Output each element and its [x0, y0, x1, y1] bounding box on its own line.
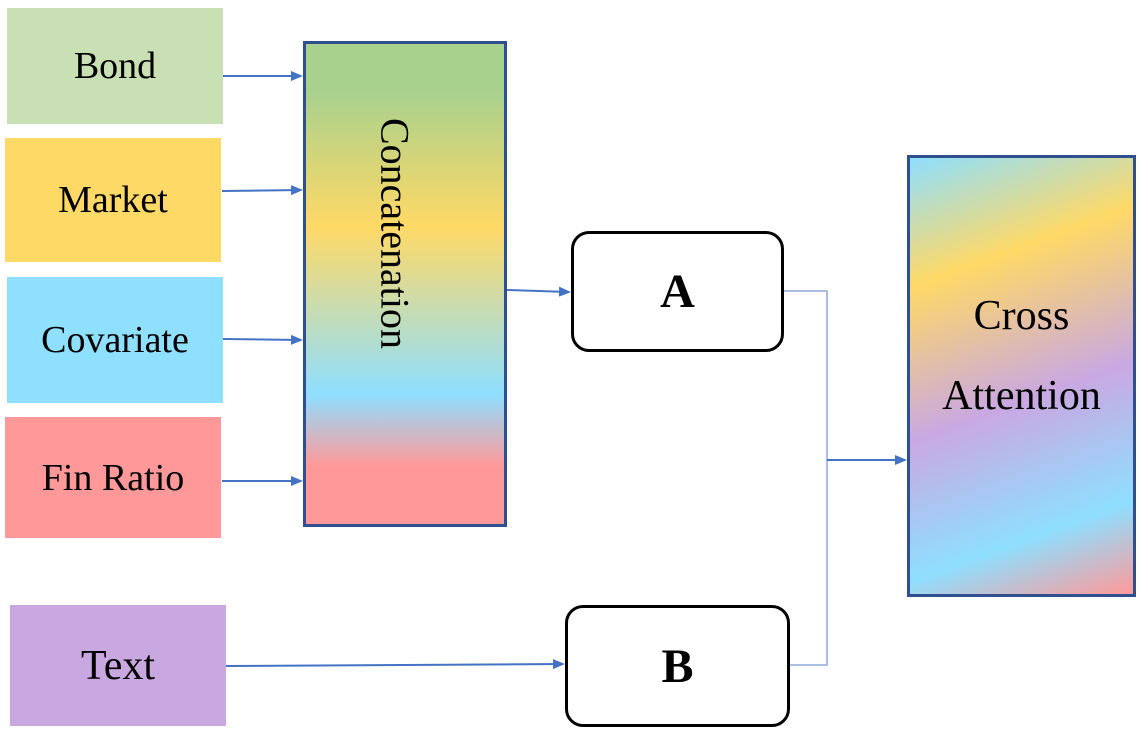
concatenation-label: Concatenation	[372, 118, 418, 350]
input-market-label: Market	[58, 179, 168, 221]
module-b: B	[565, 605, 790, 727]
input-covariate: Covariate	[7, 277, 223, 403]
input-covariate-label: Covariate	[41, 319, 189, 361]
cross-attention-label-line2: Attention	[942, 373, 1101, 419]
cross-attention-block: Cross Attention	[907, 155, 1136, 597]
concatenation-block: Concatenation	[303, 41, 507, 527]
input-bond-label: Bond	[73, 45, 157, 87]
connector-b-to-merge	[790, 460, 828, 666]
module-a: A	[571, 231, 784, 352]
input-text: Text	[10, 605, 226, 726]
input-market: Market	[5, 138, 221, 262]
arrow-text-to-b	[225, 659, 565, 670]
module-a-label: A	[660, 265, 695, 318]
arrow-market-to-concat	[221, 185, 303, 196]
input-fin-ratio-label: Fin Ratio	[41, 456, 185, 499]
cross-attention-label-line1: Cross	[973, 293, 1070, 339]
module-b-label: B	[661, 639, 694, 693]
arrow-covariate-to-concat	[222, 334, 303, 345]
arrow-concat-to-a	[506, 286, 571, 297]
input-fin-ratio: Fin Ratio	[5, 417, 221, 538]
input-text-label: Text	[80, 642, 156, 689]
input-bond: Bond	[7, 8, 223, 124]
connector-a-to-merge	[784, 290, 828, 460]
